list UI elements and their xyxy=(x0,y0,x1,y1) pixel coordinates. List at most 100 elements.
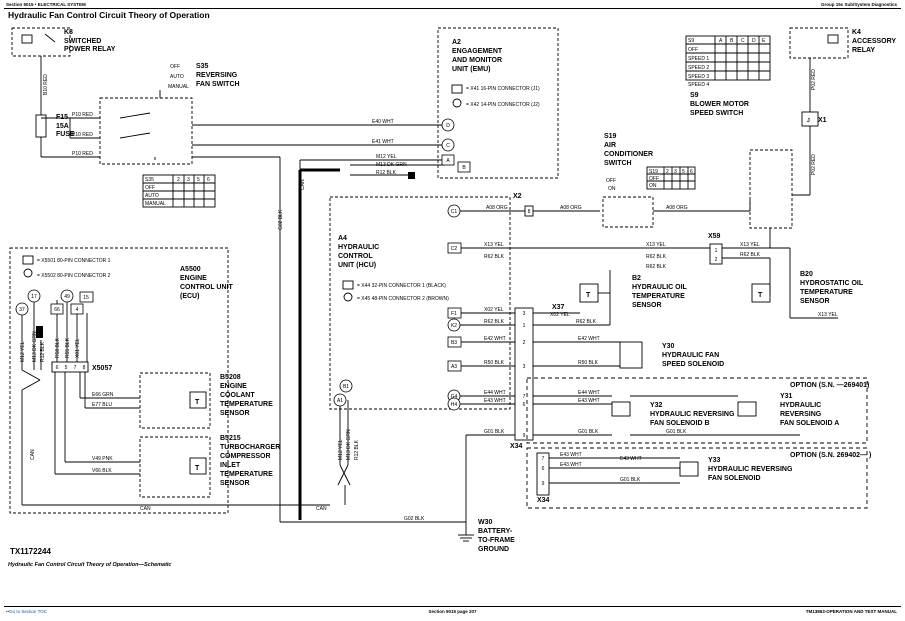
wire-e43-b: E43 WHT xyxy=(578,398,600,404)
pin-17: 17 xyxy=(31,294,37,300)
pin-h4: H4 xyxy=(451,402,458,408)
s9-line1: BLOWER MOTOR xyxy=(690,101,749,108)
pin-x34-3: 3 xyxy=(523,364,526,370)
x34-label: X34 xyxy=(510,443,523,450)
s35-manual: MANUAL xyxy=(168,84,189,90)
a5500-conn2: = X5502 80-PIN CONNECTOR 2 xyxy=(37,273,111,279)
y30-id: Y30 xyxy=(662,343,675,350)
b20-id: B20 xyxy=(800,271,813,278)
s19-table-h2: 2 xyxy=(666,169,669,175)
s19-table-h: S19 xyxy=(649,169,658,175)
footer-toc-link[interactable]: ••Go to Section TOC xyxy=(6,609,48,614)
b5215-line2: COMPRESSOR xyxy=(220,453,271,460)
wire-r62-a: R62 BLK xyxy=(484,254,505,260)
wire-r62-c: R62 BLK xyxy=(646,264,667,270)
s9-row-off: OFF xyxy=(688,47,698,53)
a4-line2: CONTROL xyxy=(338,253,373,260)
y33-id: Y33 xyxy=(708,457,721,464)
y33-line2: FAN SOLENOID xyxy=(708,475,761,482)
s9-table-hc: C xyxy=(741,38,745,44)
a2-line2: AND MONITOR xyxy=(452,57,502,64)
s35-row-auto: AUTO xyxy=(145,193,159,199)
a5500-line3: (ECU) xyxy=(180,293,199,300)
s35-table-h6: 6 xyxy=(207,177,210,183)
wire-e43-e: E43 WHT xyxy=(620,456,642,462)
pin-4: 4 xyxy=(76,307,79,313)
k4-id: K4 xyxy=(852,29,861,36)
x34-option-label: X34 xyxy=(537,497,550,504)
page-header: Section 9015 • ELECTRICAL SYSTEM Group 1… xyxy=(0,0,905,9)
pin-a1: A1 xyxy=(337,398,343,404)
can-label-2: CAN xyxy=(30,449,36,460)
wire-p02-a: P02 RED xyxy=(811,69,817,90)
wire-g01-a: G01 BLK xyxy=(484,429,505,435)
pin-k2: K2 xyxy=(451,323,457,329)
pin-f1: F1 xyxy=(451,311,457,317)
a4-conn1: = X44 32-PIN CONNECTOR 1 (BLACK) xyxy=(357,283,446,289)
k4-line2: RELAY xyxy=(852,47,875,54)
wire-r58: R58 BLK xyxy=(55,337,61,358)
pin-b: B xyxy=(462,165,466,171)
pin-66: 66 xyxy=(54,307,60,313)
pin-x34-6: 6 xyxy=(523,402,526,408)
s35-table-h2: 2 xyxy=(177,177,180,183)
s35-table-h: S35 xyxy=(145,177,154,183)
s19-line1: AIR xyxy=(604,142,616,149)
x1-label: X1 xyxy=(818,117,827,124)
pin-x37-3: 3 xyxy=(523,311,526,317)
y31-line2: REVERSING xyxy=(780,411,822,418)
w30-line3: GROUND xyxy=(478,546,509,553)
b20-t-symbol: T xyxy=(758,292,763,299)
s9-table-he: E xyxy=(762,38,766,44)
b5208-id: B5208 xyxy=(220,374,241,381)
b2-line3: SENSOR xyxy=(632,302,662,309)
wire-e40: E40 WHT xyxy=(372,119,394,125)
b2-line2: TEMPERATURE xyxy=(632,293,685,300)
y31-id: Y31 xyxy=(780,393,793,400)
x5057-label: X5057 xyxy=(92,365,112,372)
wire-r62-b: R62 BLK xyxy=(646,254,667,260)
b2-line1: HYDRAULIC OIL xyxy=(632,284,688,291)
s9-table-hd: D xyxy=(752,38,756,44)
wire-a08-a: A08 ORG xyxy=(486,205,508,211)
wire-e77: E77 BLU xyxy=(92,402,112,408)
footer-manual: TM13863-OPERATION AND TEST MANUAL xyxy=(805,609,897,614)
pin-x34-9: 9 xyxy=(523,433,526,439)
b20-line3: SENSOR xyxy=(800,298,830,305)
wire-m12-ecu: M12 YEL xyxy=(20,341,26,362)
wire-r12-ecu: R12 BLK xyxy=(40,341,46,362)
wire-g01-b: G01 BLK xyxy=(578,429,599,435)
a4-line3: UNIT (HCU) xyxy=(338,262,376,269)
b5215-line1: TURBOCHARGER xyxy=(220,444,280,451)
s19-line3: SWITCH xyxy=(604,160,632,167)
s9-row-speed1: SPEED 1 xyxy=(688,56,709,62)
b20-line2: TEMPERATURE xyxy=(800,289,853,296)
f15-line2: FUSE xyxy=(56,131,75,138)
pin-15: 15 xyxy=(83,295,89,301)
b5208-line2: COOLANT xyxy=(220,392,255,399)
pin-opt-7: 7 xyxy=(542,456,545,462)
s9-row-speed4: SPEED 4 xyxy=(688,82,709,88)
wire-x13-d: X13 YEL xyxy=(818,312,838,318)
k8-line2: POWER RELAY xyxy=(64,46,116,53)
s35-table-h5: 5 xyxy=(197,177,200,183)
s35-row-manual: MANUAL xyxy=(145,201,166,207)
wire-e43-d: E43 WHT xyxy=(560,462,582,468)
pin-x5057-7: 7 xyxy=(74,365,77,371)
wire-x13-b: X13 YEL xyxy=(646,242,666,248)
s35-id: S35 xyxy=(196,63,209,70)
k8-line1: SWITCHED xyxy=(64,38,101,45)
can-label-4: CAN xyxy=(316,506,327,512)
pin-x5057-8: 8 xyxy=(83,365,86,371)
w30-line1: BATTERY- xyxy=(478,528,513,535)
wire-v66: V66 BLK xyxy=(92,468,112,474)
wire-e43-c: E43 WHT xyxy=(560,452,582,458)
a2-line3: UNIT (EMU) xyxy=(452,66,491,73)
a4-id: A4 xyxy=(338,235,347,242)
header-rule xyxy=(4,8,901,9)
y31-line1: HYDRAULIC xyxy=(780,402,821,409)
b5208-line3: TEMPERATURE xyxy=(220,401,273,408)
b5208-line1: ENGINE xyxy=(220,383,247,390)
wire-a08-c: A08 ORG xyxy=(666,205,688,211)
